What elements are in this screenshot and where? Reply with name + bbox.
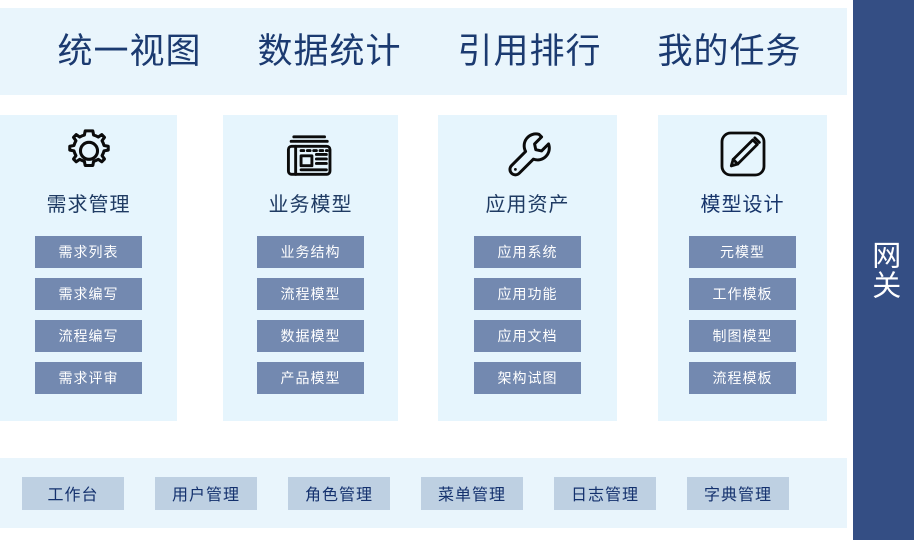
nav-item-data-statistics[interactable]: 数据统计 bbox=[257, 32, 402, 71]
card-button-drawing-model[interactable]: 制图模型 bbox=[689, 320, 796, 352]
card-button-application-function[interactable]: 应用功能 bbox=[474, 278, 581, 310]
card-button-application-document[interactable]: 应用文档 bbox=[474, 320, 581, 352]
edit-pencil-icon bbox=[715, 123, 771, 185]
card-button-group: 应用系统 应用功能 应用文档 架构试图 bbox=[474, 236, 581, 394]
card-button-requirement-list[interactable]: 需求列表 bbox=[35, 236, 142, 268]
card-title: 应用资产 bbox=[485, 194, 570, 216]
card-requirement-management[interactable]: 需求管理 需求列表 需求编写 流程编写 需求评审 bbox=[0, 115, 177, 421]
card-button-requirement-review[interactable]: 需求评审 bbox=[35, 362, 142, 394]
card-button-work-template[interactable]: 工作模板 bbox=[689, 278, 796, 310]
newspaper-icon bbox=[282, 123, 340, 185]
card-business-model[interactable]: 业务模型 业务结构 流程模型 数据模型 产品模型 bbox=[223, 115, 398, 421]
wrench-icon bbox=[500, 123, 556, 185]
bottom-button-dict-management[interactable]: 字典管理 bbox=[687, 476, 789, 510]
bottom-button-log-management[interactable]: 日志管理 bbox=[554, 476, 656, 510]
card-button-business-structure[interactable]: 业务结构 bbox=[257, 236, 364, 268]
card-title: 业务模型 bbox=[268, 194, 353, 216]
nav-item-citation-ranking[interactable]: 引用排行 bbox=[457, 32, 602, 71]
gateway-sidebar[interactable]: 网关 bbox=[853, 0, 914, 540]
top-navigation-bar: 统一视图 数据统计 引用排行 我的任务 bbox=[0, 8, 847, 95]
bottom-button-role-management[interactable]: 角色管理 bbox=[288, 476, 390, 510]
gear-icon bbox=[60, 123, 118, 185]
module-card-row: 需求管理 需求列表 需求编写 流程编写 需求评审 bbox=[0, 115, 847, 421]
card-button-meta-model[interactable]: 元模型 bbox=[689, 236, 796, 268]
bottom-admin-bar: 工作台 用户管理 角色管理 菜单管理 日志管理 字典管理 bbox=[0, 458, 847, 528]
top-navigation-items: 统一视图 数据统计 引用排行 我的任务 bbox=[45, 34, 801, 69]
gateway-label: 网关 bbox=[867, 240, 900, 300]
card-title: 需求管理 bbox=[46, 194, 131, 216]
card-button-requirement-writing[interactable]: 需求编写 bbox=[35, 278, 142, 310]
bottom-button-workbench[interactable]: 工作台 bbox=[22, 476, 124, 510]
nav-item-my-tasks[interactable]: 我的任务 bbox=[657, 32, 802, 71]
card-button-application-system[interactable]: 应用系统 bbox=[474, 236, 581, 268]
card-button-group: 业务结构 流程模型 数据模型 产品模型 bbox=[257, 236, 364, 394]
card-model-design[interactable]: 模型设计 元模型 工作模板 制图模型 流程模板 bbox=[658, 115, 827, 421]
card-button-product-model[interactable]: 产品模型 bbox=[257, 362, 364, 394]
card-button-process-model[interactable]: 流程模型 bbox=[257, 278, 364, 310]
nav-item-unified-view[interactable]: 统一视图 bbox=[57, 32, 202, 71]
bottom-button-user-management[interactable]: 用户管理 bbox=[155, 476, 257, 510]
card-button-architecture-view[interactable]: 架构试图 bbox=[474, 362, 581, 394]
card-button-process-writing[interactable]: 流程编写 bbox=[35, 320, 142, 352]
card-button-group: 元模型 工作模板 制图模型 流程模板 bbox=[689, 236, 796, 394]
card-button-process-template[interactable]: 流程模板 bbox=[689, 362, 796, 394]
card-application-assets[interactable]: 应用资产 应用系统 应用功能 应用文档 架构试图 bbox=[438, 115, 617, 421]
card-title: 模型设计 bbox=[700, 194, 785, 216]
bottom-button-menu-management[interactable]: 菜单管理 bbox=[421, 476, 523, 510]
card-button-data-model[interactable]: 数据模型 bbox=[257, 320, 364, 352]
card-button-group: 需求列表 需求编写 流程编写 需求评审 bbox=[35, 236, 142, 394]
